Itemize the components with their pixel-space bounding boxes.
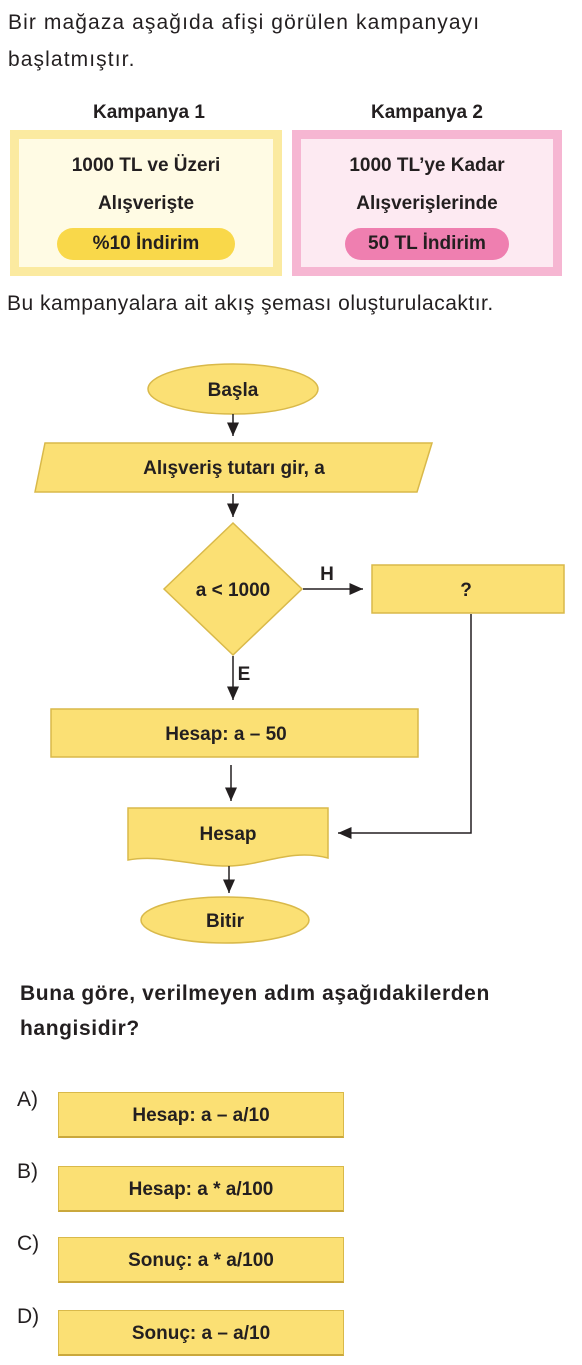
campaign-1-line2: Alışverişte (97, 193, 195, 214)
end-terminal (140, 896, 310, 944)
process-label: Hesap: a – 50 (165, 724, 286, 745)
campaign-1-card: 1000 TL ve Üzeri Alışverişte %10 İndirim (10, 130, 282, 276)
decision-label: a < 1000 (196, 580, 271, 601)
option-b-box[interactable]: Hesap: a * a/100 (58, 1166, 344, 1212)
output-document-shape (127, 807, 329, 867)
input-label: Alışveriş tutarı gir, a (143, 458, 325, 479)
campaign-2-line1: 1000 TL’ye Kadar (349, 155, 505, 176)
missing-step-box (371, 564, 565, 614)
campaign-1-discount-badge: %10 İndirim (57, 228, 235, 260)
option-d-box[interactable]: Sonuç: a – a/10 (58, 1310, 344, 1356)
question-text: Buna göre, verilmeyen adım aşağıdakilerd… (20, 982, 490, 1040)
campaign-2-discount-badge: 50 TL İndirim (345, 228, 509, 260)
option-b-letter: B) (17, 1160, 38, 1183)
output-label: Hesap (199, 824, 256, 845)
arrow-missing-step-to-output (338, 614, 472, 839)
option-c-box[interactable]: Sonuç: a * a/100 (58, 1237, 344, 1283)
input-shape (34, 442, 434, 493)
decision-diamond (162, 521, 304, 657)
intro-text: Bir mağaza aşağıda afişi görülen kampany… (8, 11, 481, 71)
missing-step-label: ? (460, 580, 472, 601)
campaign-2-line2: Alışverişlerinde (356, 193, 498, 214)
option-a-letter: A) (17, 1088, 38, 1111)
end-label: Bitir (206, 911, 245, 932)
start-label: Başla (208, 380, 259, 401)
yes-branch-label: E (238, 664, 251, 685)
option-a-box[interactable]: Hesap: a – a/10 (58, 1092, 344, 1138)
flowchart: Başla Alışveriş tutarı gir, a a < 1000 H… (34, 363, 565, 944)
flowchart-intro-text: Bu kampanyalara ait akış şeması oluşturu… (7, 292, 494, 315)
no-branch-label: H (320, 564, 334, 585)
campaign-2-title: Kampanya 2 (371, 102, 483, 123)
campaign-2-card: 1000 TL’ye Kadar Alışverişlerinde 50 TL … (292, 130, 562, 276)
campaign-1-title: Kampanya 1 (93, 102, 205, 123)
option-c-letter: C) (17, 1232, 40, 1255)
process-box (50, 708, 419, 758)
option-d-letter: D) (17, 1305, 40, 1328)
campaign-1-line1: 1000 TL ve Üzeri (71, 155, 221, 176)
